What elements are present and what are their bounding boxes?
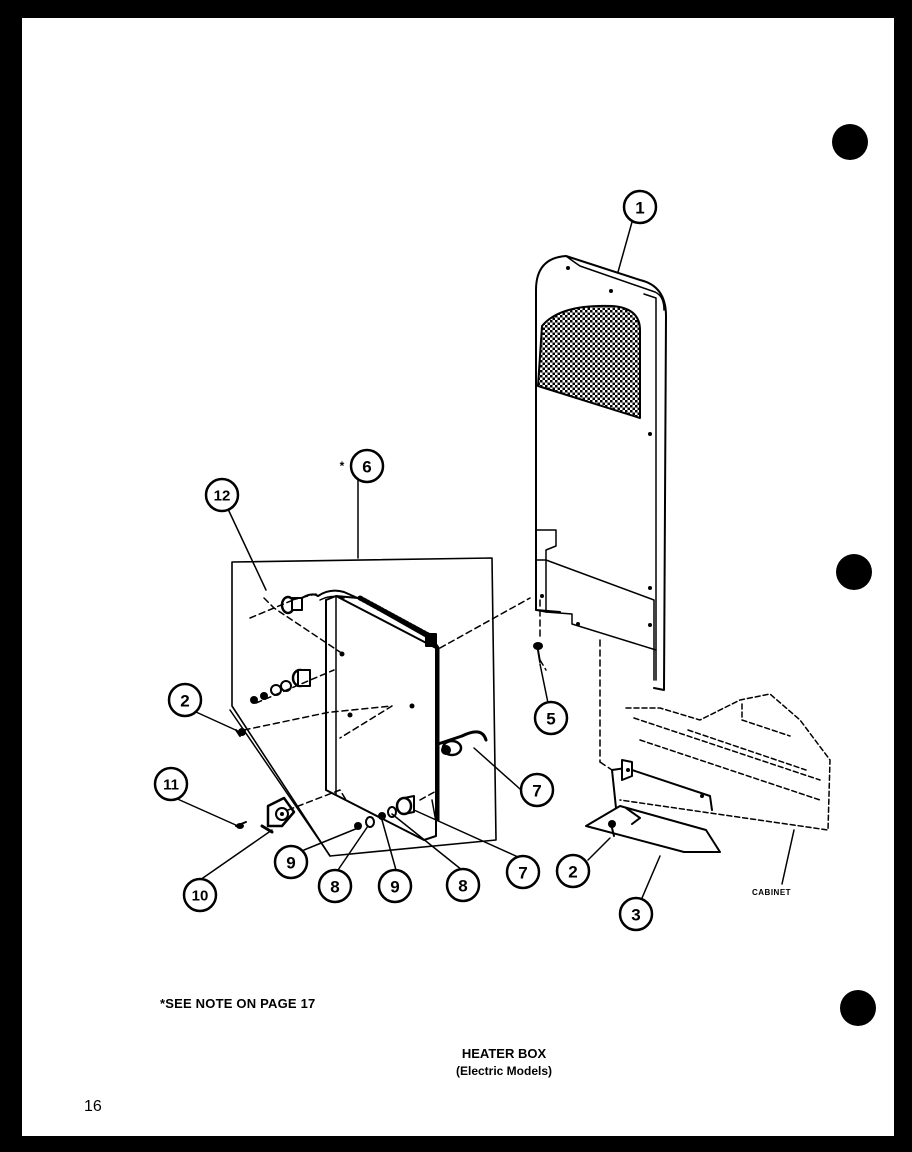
binder-hole-middle: [836, 554, 872, 590]
bracket-3: [585, 759, 721, 853]
callout-8-right-text: 8: [458, 877, 467, 896]
callout-2-left: [167, 682, 203, 718]
terminal-insulator-12: [280, 593, 319, 615]
footnote: *SEE NOTE ON PAGE 17: [160, 996, 316, 1011]
callout-12-text: 12: [214, 488, 231, 505]
diagram-title: HEATER BOX: [461, 1046, 547, 1061]
drawing-sheet: [22, 18, 894, 1136]
callout-9-left: [273, 844, 309, 880]
callout-7-upper-text: 7: [532, 782, 541, 801]
screw-2-right: [608, 820, 616, 837]
terminal-bolt-upper: [436, 730, 488, 757]
callout-7-upper: [519, 772, 555, 808]
callout-2-left-text: 2: [180, 692, 189, 711]
diagram-subtitle: (Electric Models): [455, 1064, 553, 1078]
heater-box-cover: [535, 255, 667, 691]
callout-7-lower-text: 7: [518, 864, 527, 883]
cabinet-outline: [619, 693, 831, 831]
screw-5: [533, 642, 543, 663]
callout-7-lower: [505, 854, 541, 890]
cabinet-label: CABINET: [752, 888, 792, 897]
callout-11-text: 11: [163, 777, 179, 794]
leader-lines: [172, 221, 795, 899]
insulator-stack-left: [250, 668, 311, 704]
callout-8-left-text: 8: [330, 878, 339, 897]
binder-hole-top: [832, 124, 868, 160]
heater-element-assembly: [317, 589, 440, 841]
callout-9-right-text: 9: [390, 878, 399, 897]
limit-switch-10: [260, 796, 296, 834]
callout-11: [153, 766, 189, 802]
callout-2-right-text: 2: [568, 863, 577, 882]
callout-8-left: [317, 868, 353, 904]
callout-6-text: 6: [362, 458, 371, 477]
callout-6-asterisk: *: [340, 459, 345, 473]
callout-2-right: [555, 853, 591, 889]
assembly-lines: [243, 593, 613, 811]
callout-3-text: 3: [631, 906, 640, 925]
callout-9-right: [377, 868, 413, 904]
binder-hole-bottom: [840, 990, 876, 1026]
callout-9-left-text: 9: [286, 854, 295, 873]
callout-3: [618, 896, 654, 932]
callout-1-text: 1: [635, 199, 644, 218]
insulator-stack-lower: [354, 795, 415, 830]
callout-8-right: [445, 867, 481, 903]
callout-12: [204, 477, 240, 513]
heater-panel-outline: [231, 557, 497, 857]
callout-6: [349, 448, 385, 484]
callout-10: [182, 877, 218, 913]
callout-10-text: 10: [192, 888, 209, 905]
callout-1: [622, 189, 658, 225]
callout-5-text: 5: [546, 710, 555, 729]
callout-5: [533, 700, 569, 736]
page-number: 16: [84, 1098, 102, 1115]
